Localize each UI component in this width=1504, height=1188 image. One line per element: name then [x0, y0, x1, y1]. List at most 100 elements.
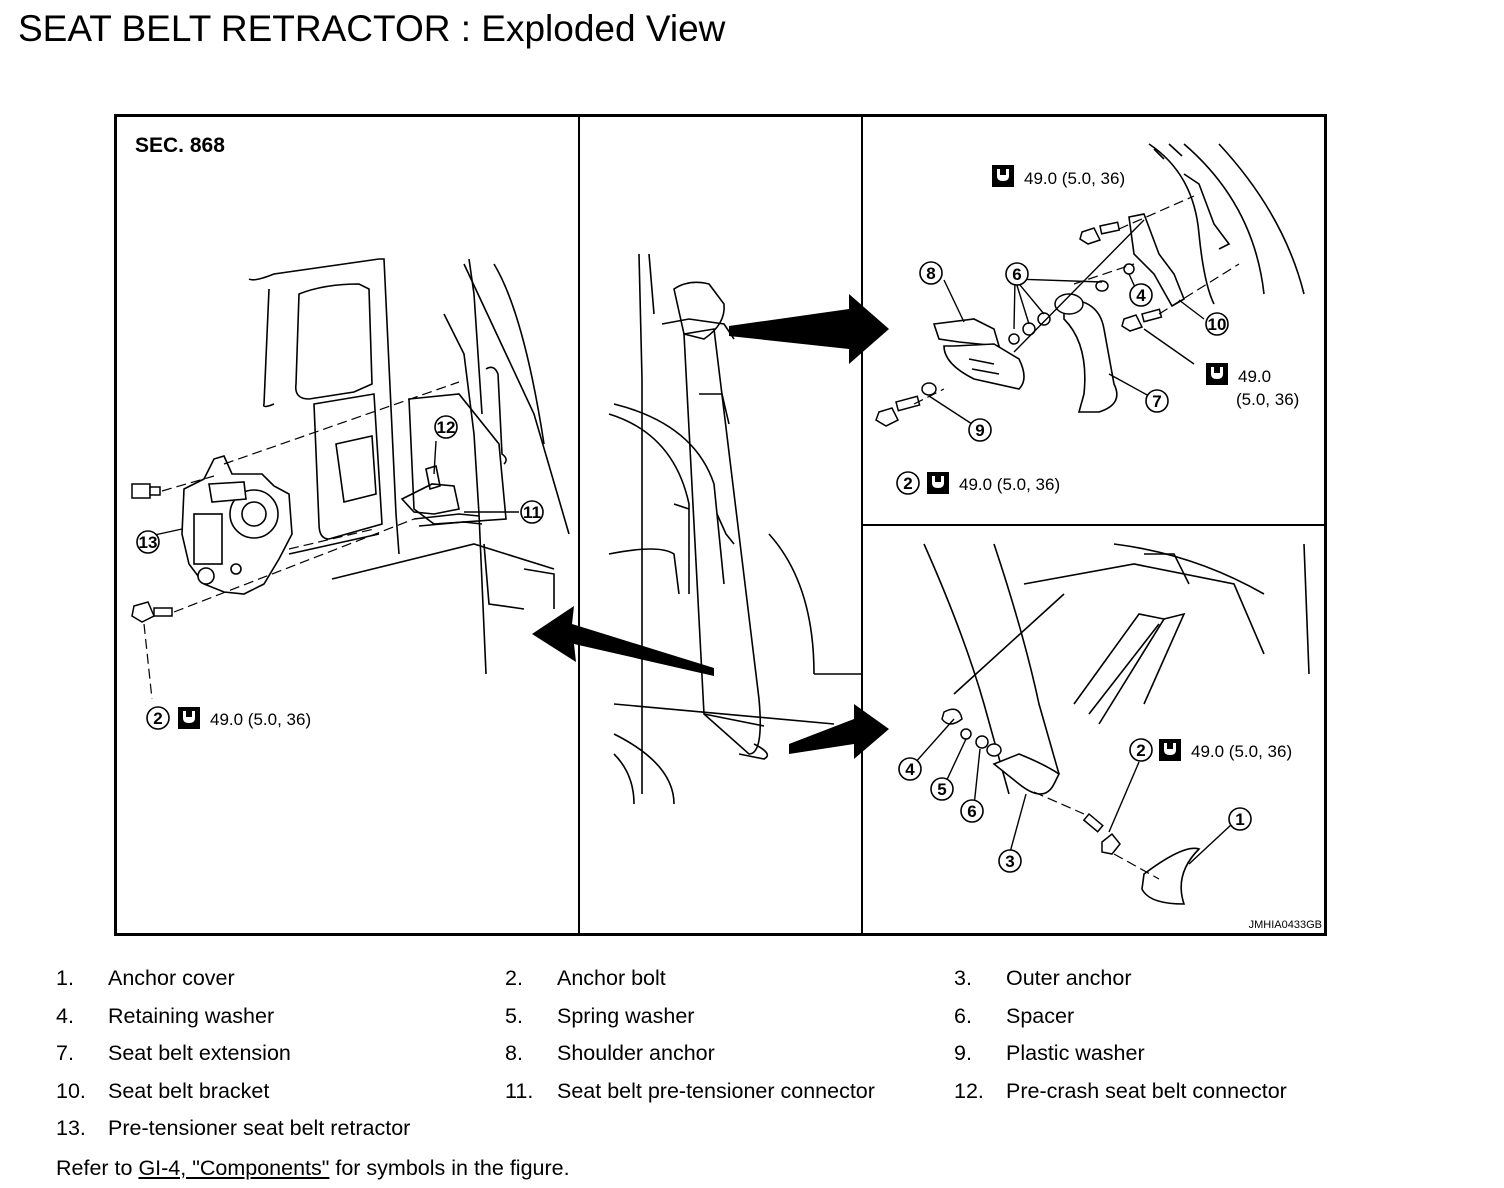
callout-7: 7 — [1145, 389, 1169, 413]
legend-number: 12. — [954, 1078, 984, 1103]
shoulder-anchor-8 — [932, 318, 1001, 347]
callout-arrows — [532, 294, 889, 759]
legend-number: 5. — [505, 1003, 523, 1028]
arrow-to-shoulder-anchor — [729, 294, 889, 364]
page-title: SEAT BELT RETRACTOR : Exploded View — [18, 8, 726, 49]
torque-spec-right: 49.0 (5.0, 36) — [1206, 363, 1299, 409]
svg-text:6: 6 — [967, 802, 976, 821]
leader-lines — [149, 219, 1233, 865]
outer-anchor-3 — [992, 753, 1061, 795]
callout-8: 8 — [919, 261, 943, 285]
svg-text:2: 2 — [153, 709, 162, 728]
anchor-cover-1 — [1141, 847, 1201, 905]
legend-number: 3. — [954, 966, 972, 990]
torque-spec-retractor-bolt: 49.0 (5.0, 36) — [178, 707, 311, 729]
legend-description: Plastic washer — [1006, 1041, 1145, 1065]
legend-number: 4. — [56, 1003, 74, 1028]
svg-text:9: 9 — [975, 421, 984, 440]
svg-text:49.0 (5.0, 36): 49.0 (5.0, 36) — [1024, 169, 1125, 188]
legend-number: 6. — [954, 1003, 972, 1028]
legend-row: 13. Pre-tensioner seat belt retractor — [56, 1116, 1456, 1154]
svg-text:49.0 (5.0, 36): 49.0 (5.0, 36) — [959, 475, 1060, 494]
legend-number: 8. — [505, 1041, 523, 1065]
svg-text:4: 4 — [905, 760, 915, 779]
legend-row: 7.Seat belt extension 8.Shoulder anchor … — [56, 1041, 1456, 1079]
legend-description: Seat belt bracket — [108, 1078, 270, 1103]
parts-legend: 1.Anchor cover 2.Anchor bolt 3.Outer anc… — [56, 966, 1456, 1154]
svg-text:(5.0, 36): (5.0, 36) — [1236, 390, 1299, 409]
legend-number: 1. — [56, 966, 74, 990]
callout-1: 1 — [1228, 807, 1252, 831]
callout-12: 12 — [434, 415, 458, 439]
torque-spec-top: 49.0 (5.0, 36) — [992, 165, 1125, 188]
callout-2: 2 — [146, 706, 170, 730]
torque-wrench-icon — [927, 472, 949, 494]
callout-6: 6 — [960, 799, 984, 823]
exploded-view-figure: SEC. 868 JMHIA0433GB — [114, 114, 1327, 936]
callout-11: 11 — [520, 500, 544, 524]
callout-13: 13 — [136, 530, 160, 554]
legend-description: Outer anchor — [1006, 966, 1132, 990]
legend-description: Spring washer — [557, 1003, 695, 1028]
torque-spec-outer-anchor: 49.0 (5.0, 36) — [1159, 739, 1292, 761]
legend-description: Spacer — [1006, 1003, 1075, 1028]
callout-2: 2 — [1129, 738, 1153, 762]
svg-text:13: 13 — [139, 533, 158, 552]
callout-4: 4 — [898, 757, 922, 781]
torque-wrench-icon — [1159, 739, 1181, 761]
legend-number: 9. — [954, 1041, 972, 1065]
bolt — [131, 483, 161, 499]
footnote: Refer to GI-4, "Components" for symbols … — [56, 1156, 570, 1181]
svg-text:49.0: 49.0 — [1238, 367, 1271, 386]
anchor-washers — [941, 708, 1121, 855]
callout-5: 5 — [930, 777, 954, 801]
retractor-13 — [181, 455, 293, 595]
torque-wrench-icon — [178, 707, 200, 729]
legend-number: 13. — [56, 1116, 86, 1140]
svg-text:6: 6 — [1012, 265, 1021, 284]
legend-description: Retaining washer — [108, 1003, 275, 1028]
seat-belt-bracket-10 — [1128, 213, 1185, 308]
svg-text:12: 12 — [437, 418, 456, 437]
legend-description: Anchor cover — [108, 966, 235, 990]
callout-9: 9 — [968, 418, 992, 442]
legend-description: Shoulder anchor — [557, 1041, 715, 1065]
callout-10: 10 — [1205, 312, 1229, 336]
section-label: SEC. 868 — [135, 134, 225, 157]
anchor-bolt-2 — [131, 601, 173, 623]
seat-belt-webbing — [683, 328, 762, 755]
svg-text:5: 5 — [937, 780, 946, 799]
left-panel-illustration — [248, 258, 570, 675]
svg-text:3: 3 — [1005, 852, 1014, 871]
callout-2: 2 — [896, 471, 920, 495]
seat-belt-extension-7 — [1063, 298, 1118, 413]
bottom-right-panel-illustration — [923, 543, 1310, 905]
legend-number: 7. — [56, 1041, 74, 1065]
legend-number: 2. — [505, 966, 523, 990]
legend-number: 11. — [505, 1078, 534, 1103]
legend-row: 1.Anchor cover 2.Anchor bolt 3.Outer anc… — [56, 966, 1456, 1004]
legend-row: 4. Retaining washer 5. Spring washer 6. Spa… — [56, 1004, 1456, 1042]
top-right-panel-illustration — [932, 143, 1305, 413]
torque-spec-shoulder-bolt: 49.0 (5.0, 36) — [927, 472, 1060, 494]
svg-text:2: 2 — [903, 474, 912, 493]
footnote-suffix: for symbols in the figure. — [329, 1156, 570, 1180]
footnote-prefix: Refer to — [56, 1156, 139, 1180]
legend-row: 10.Seat belt bracket 11.Seat belt pre-te… — [56, 1079, 1456, 1117]
arrow-to-retractor — [532, 606, 714, 676]
legend-description: Seat belt extension — [108, 1041, 291, 1065]
arrow-to-outer-anchor — [789, 704, 889, 759]
svg-text:49.0 (5.0, 36): 49.0 (5.0, 36) — [210, 710, 311, 729]
svg-text:1: 1 — [1235, 810, 1244, 829]
callout-4: 4 — [1129, 283, 1153, 307]
svg-text:10: 10 — [1208, 315, 1227, 334]
svg-text:7: 7 — [1152, 392, 1161, 411]
floor-line — [331, 543, 555, 580]
torque-wrench-icon — [992, 165, 1014, 187]
callout-6: 6 — [1005, 262, 1029, 286]
legend-description: Pre-crash seat belt connector — [1006, 1078, 1287, 1103]
legend-description: Pre-tensioner seat belt retractor — [108, 1116, 411, 1140]
callout-3: 3 — [998, 849, 1022, 873]
components-reference-link[interactable]: GI-4, "Components" — [138, 1156, 330, 1180]
legend-description: Seat belt pre-tensioner connector — [557, 1078, 875, 1103]
